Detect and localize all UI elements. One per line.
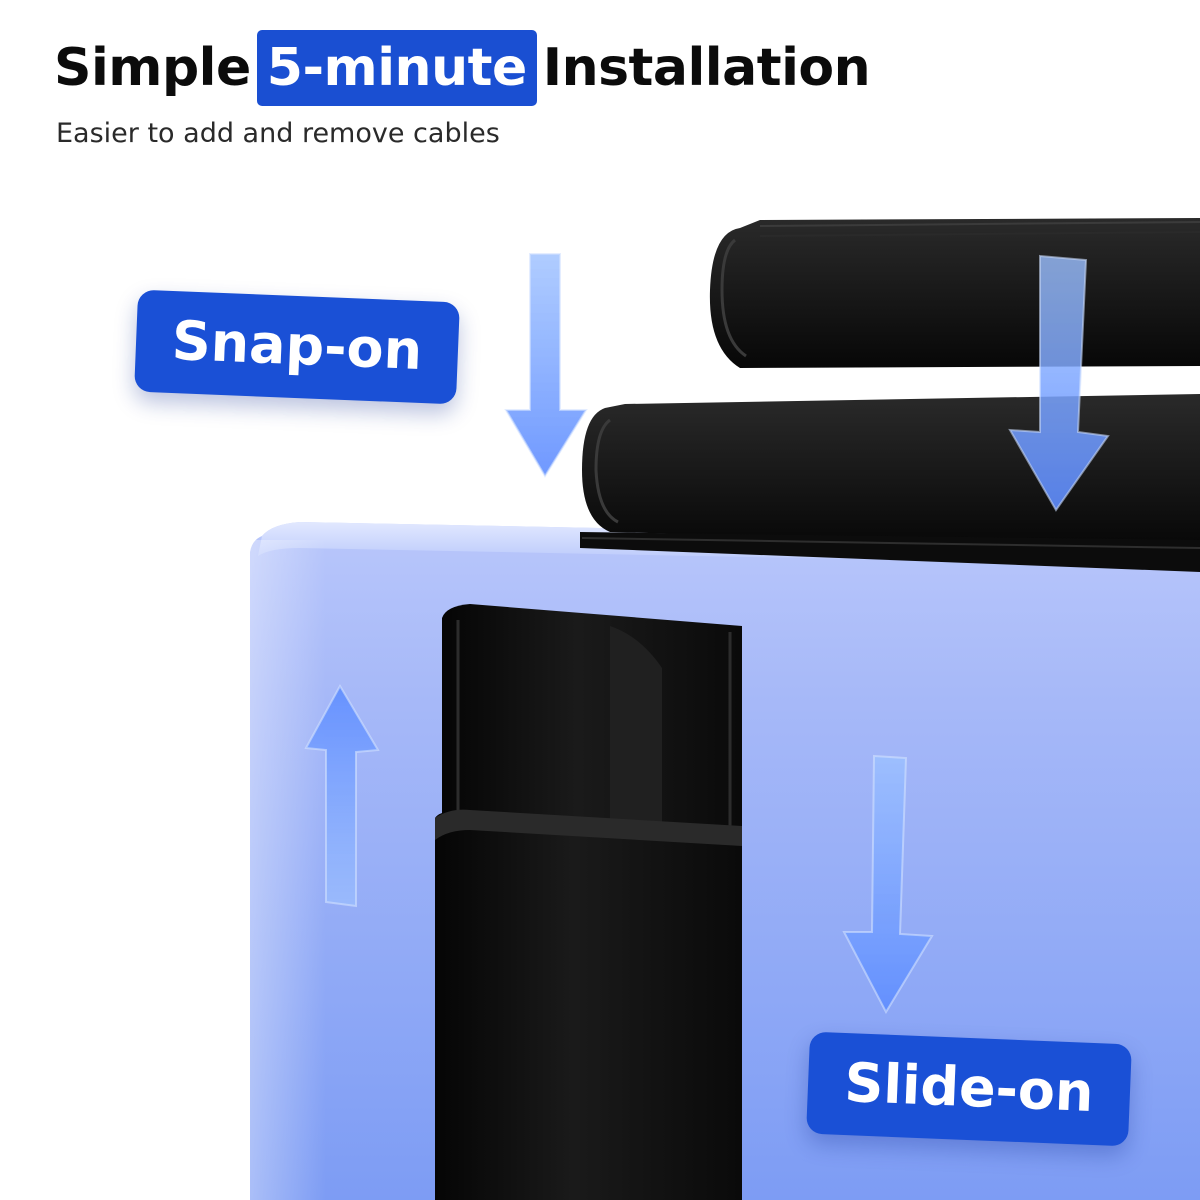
arrow-down-icon — [504, 253, 588, 478]
snap-on-label: Snap-on — [134, 289, 460, 405]
raceway-cover-floating — [709, 218, 1200, 368]
arrow-down-icon — [1008, 254, 1110, 512]
page-subtitle: Easier to add and remove cables — [56, 118, 500, 149]
title-highlight-badge: 5-minute — [256, 30, 537, 106]
raceway-vertical — [435, 604, 742, 1200]
slide-on-label: Slide-on — [806, 1031, 1132, 1147]
title-suffix: Installation — [542, 38, 871, 98]
title-prefix: Simple — [54, 38, 251, 98]
arrow-down-icon — [842, 754, 934, 1015]
arrow-up-icon — [304, 683, 380, 908]
raceway-top-mounted — [580, 394, 1200, 572]
